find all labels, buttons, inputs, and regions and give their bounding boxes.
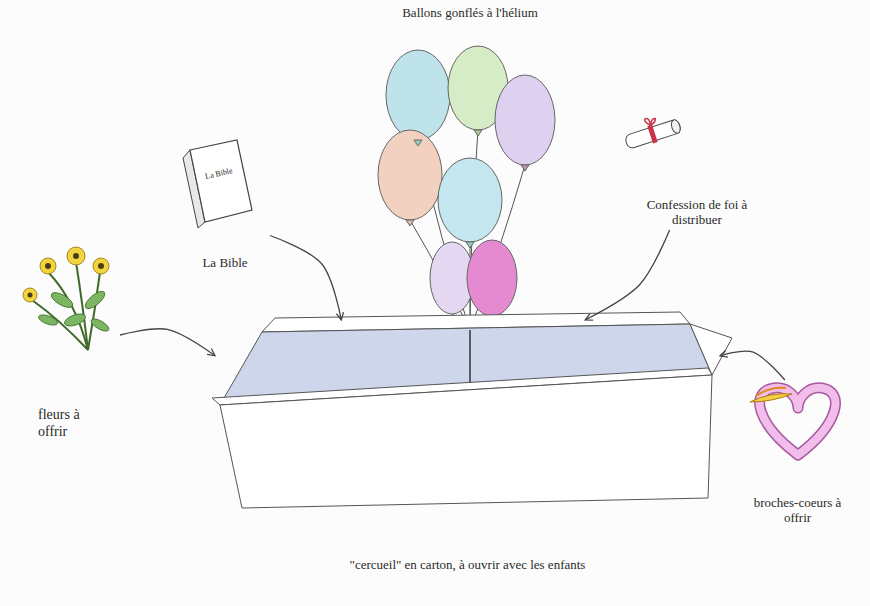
scroll-end <box>670 119 682 135</box>
leaf <box>49 290 75 311</box>
heart-brooch <box>750 388 836 455</box>
book-cover <box>190 140 252 222</box>
item-group: Ballons gonflés à l'hélium <box>380 5 560 325</box>
item-label: broches-coeurs à offrir <box>745 495 850 526</box>
balloon-knot <box>406 220 414 226</box>
flower-center <box>28 293 33 298</box>
flower-stem <box>48 272 88 350</box>
flower-head <box>93 258 109 274</box>
leaf <box>83 288 108 311</box>
flower-stem <box>32 300 88 350</box>
balloon <box>386 50 450 140</box>
item-label: "cercueil" en carton, à ouvrir avec les … <box>350 557 586 573</box>
flower-leaves <box>37 288 110 333</box>
leaf <box>63 312 87 329</box>
item-label: La Bible <box>202 255 247 271</box>
flower-heads <box>23 247 109 302</box>
flower-head <box>23 288 37 302</box>
balloon-knot <box>521 165 529 171</box>
leaf <box>89 317 110 334</box>
box-side-flap <box>690 324 732 375</box>
leaf <box>37 313 59 327</box>
brooch-pin-tip <box>756 388 786 396</box>
flower-stem <box>88 272 100 350</box>
item-group: Confession de foi à distribuer <box>615 115 755 230</box>
balloon-knot <box>414 140 422 146</box>
item-group: La Bible <box>180 148 270 273</box>
arrow-connector <box>720 351 785 380</box>
cardboard-box <box>220 375 712 508</box>
balloon-knot <box>474 130 482 136</box>
flower-bouquet <box>23 247 111 350</box>
flower-centers <box>28 253 105 298</box>
flower-head <box>40 258 56 274</box>
balloon <box>467 240 517 316</box>
item-label: Ballons gonflés à l'hélium <box>402 5 538 21</box>
scroll-drawing <box>621 109 682 151</box>
balloon <box>378 130 442 220</box>
balloon <box>438 158 502 242</box>
arrow-connector <box>585 230 669 320</box>
arrow-connector <box>270 236 341 321</box>
balloon <box>495 75 555 165</box>
scroll-ribbon <box>647 125 657 144</box>
scroll-bow <box>644 116 657 127</box>
item-group: broches-coeurs à offrir <box>740 380 855 530</box>
flower-center <box>45 263 51 269</box>
flower-head <box>67 247 85 265</box>
flower-center <box>73 253 79 259</box>
item-label: fleurs à offrir <box>38 407 98 441</box>
arrow-connector <box>120 329 215 356</box>
item-label: Confession de foi à distribuer <box>645 197 750 228</box>
flower-center <box>98 263 104 269</box>
balloon-knot <box>466 242 474 248</box>
balloon-cluster <box>378 46 555 322</box>
item-group: "cercueil" en carton, à ouvrir avec les … <box>215 320 720 585</box>
item-group: fleurs à offrir <box>10 245 120 445</box>
